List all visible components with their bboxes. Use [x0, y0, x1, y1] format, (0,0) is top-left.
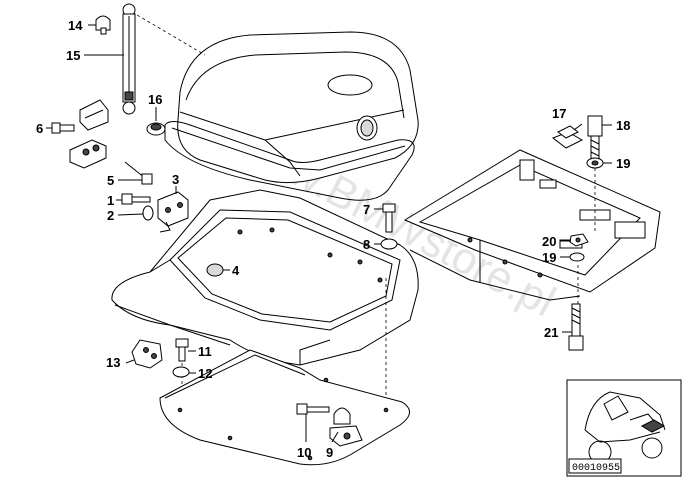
- location-thumbnail: 00010955: [566, 379, 682, 477]
- callout-16: 16: [148, 92, 162, 107]
- part-4-spacer: [206, 263, 224, 277]
- part-19-washer-lower: [569, 252, 585, 262]
- topcase-lid: [164, 31, 419, 201]
- part-21-bolt: [568, 303, 584, 351]
- callout-numbers: 14 15 16 6 5 3 1 2 4 7 8 17 18 19 20 19 …: [36, 18, 630, 460]
- callout-7: 7: [363, 202, 370, 217]
- callout-15: 15: [66, 48, 80, 63]
- callout-13: 13: [106, 355, 120, 370]
- reference-code: 00010955: [572, 463, 620, 474]
- callout-6: 6: [36, 121, 43, 136]
- topcase-lower-shell: [111, 189, 419, 366]
- hinge-leader-line: [131, 11, 206, 56]
- part-17-clip-nut: [551, 125, 584, 149]
- callout-19-upper: 19: [616, 156, 630, 171]
- callout-leader-lines: [46, 24, 612, 443]
- topcase-location-highlight: [640, 419, 666, 433]
- callout-18: 18: [616, 118, 630, 133]
- callout-14: 14: [68, 18, 83, 33]
- callout-12: 12: [198, 366, 212, 381]
- callout-21: 21: [544, 325, 558, 340]
- callout-10: 10: [297, 445, 311, 460]
- callout-11: 11: [198, 344, 212, 359]
- hinge-bracket-upper: [79, 99, 109, 131]
- part-5-pin: [124, 161, 153, 185]
- callout-5: 5: [107, 173, 114, 188]
- part-14-stud: [95, 15, 111, 35]
- part-12-washer: [172, 366, 190, 378]
- callout-8: 8: [363, 237, 370, 252]
- part-6-screw: [51, 122, 75, 134]
- callout-2: 2: [107, 208, 114, 223]
- part-16-grommet: [146, 122, 166, 136]
- part-3-hinge-plate: [157, 191, 189, 233]
- part-9-clip: [329, 407, 363, 447]
- callout-19-lower: 19: [542, 250, 556, 265]
- part-1-screw: [121, 193, 151, 205]
- part-19-washer-upper: [586, 157, 604, 169]
- part-15-stay-strap: [122, 3, 136, 115]
- callout-17: 17: [552, 106, 566, 121]
- callout-9: 9: [326, 445, 333, 460]
- hinge-bracket-lower: [69, 139, 107, 169]
- part-7-screw: [382, 203, 396, 233]
- part-10-bolt: [296, 403, 330, 415]
- part-8-nut: [380, 238, 398, 250]
- callout-20: 20: [542, 234, 556, 249]
- callout-1: 1: [107, 193, 114, 208]
- part-13-bracket: [131, 339, 163, 369]
- callout-4: 4: [232, 263, 240, 278]
- part-2-washer: [142, 205, 154, 221]
- callout-3: 3: [172, 172, 179, 187]
- part-11-screw: [175, 338, 189, 362]
